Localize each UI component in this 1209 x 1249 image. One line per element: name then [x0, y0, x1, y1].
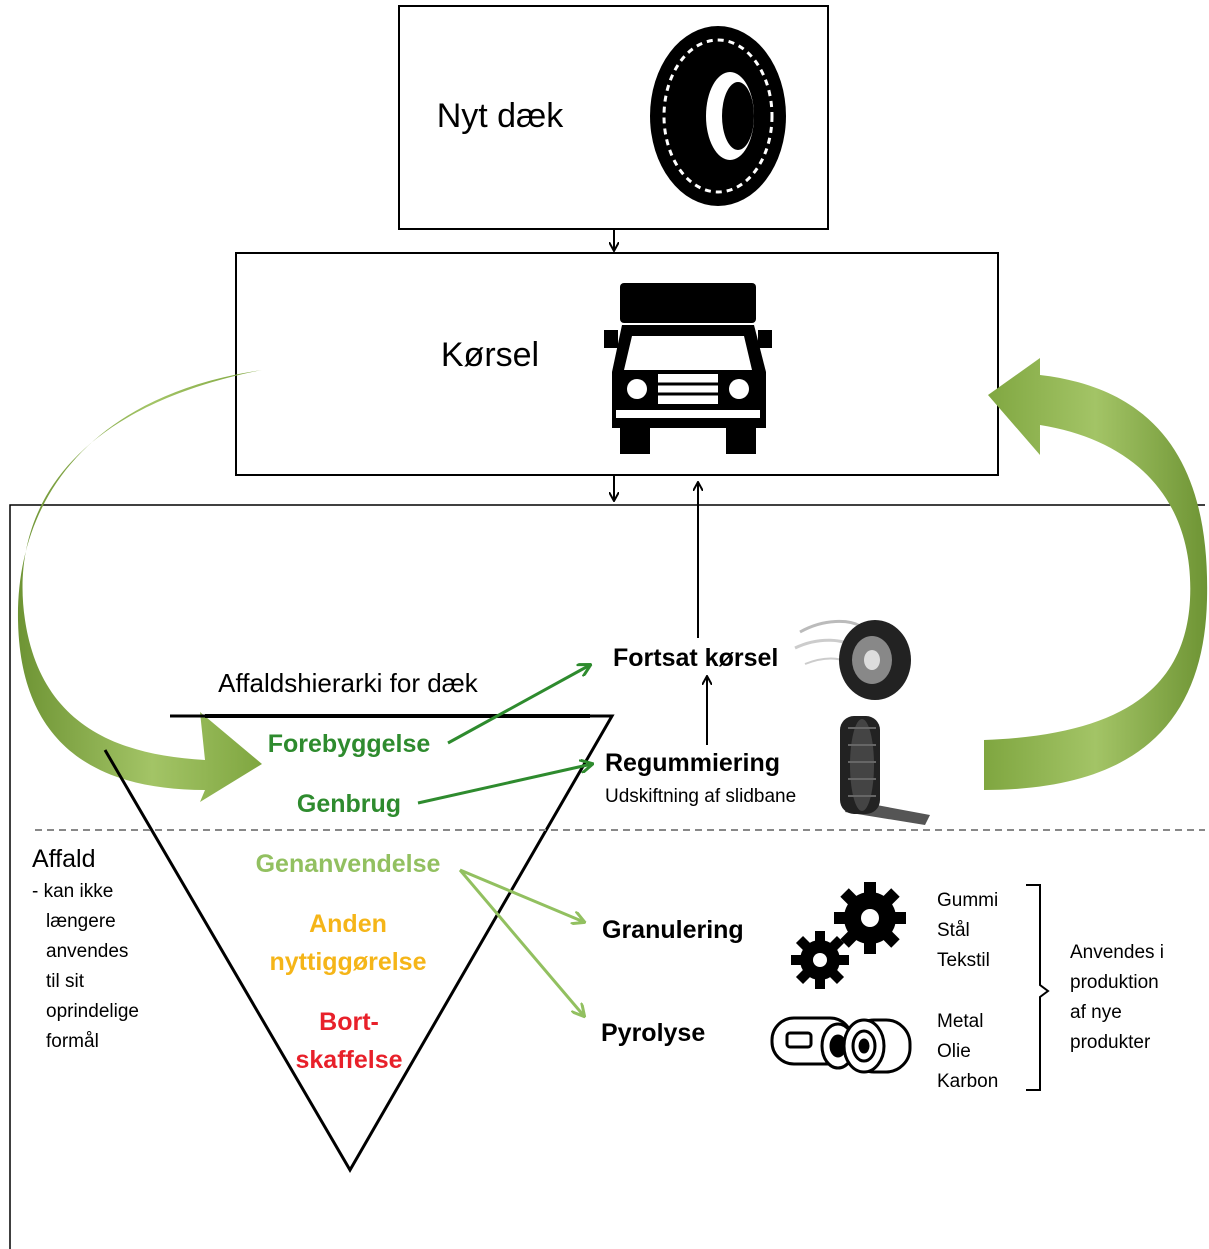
arrow-prevention-to-continued — [447, 665, 590, 745]
material-textile: Tekstil — [937, 950, 990, 971]
material-rubber: Gummi — [937, 890, 998, 911]
driving-label: Kørsel — [441, 336, 539, 374]
continued-driving-label: Fortsat kørsel — [613, 644, 778, 672]
level-prevention: Forebyggelse — [268, 730, 431, 758]
tire-icon — [650, 26, 786, 206]
retread-tire-icon — [840, 716, 930, 825]
level-disposal-line1: Bort- — [319, 1008, 379, 1036]
left-curved-arrow — [17, 370, 263, 802]
level-other-recovery-line2: nyttiggørelse — [270, 948, 427, 976]
waste-line-6: formål — [46, 1031, 99, 1052]
waste-line-5: oprindelige — [46, 1001, 139, 1022]
granulation-label: Granulering — [602, 916, 744, 944]
material-steel: Stål — [937, 920, 970, 941]
usage-line-1: Anvendes i — [1070, 942, 1164, 963]
retreading-sublabel: Udskiftning af slidbane — [605, 786, 796, 807]
pyrolysis-label: Pyrolyse — [601, 1019, 705, 1047]
usage-line-2: produktion — [1070, 972, 1159, 993]
waste-line-3: anvendes — [46, 941, 128, 962]
material-oil: Olie — [937, 1041, 971, 1062]
lower-frame — [9, 504, 1205, 1249]
arrow-recycling-to-granulation — [459, 868, 584, 922]
waste-line-4: til sit — [46, 971, 85, 992]
waste-line-2: længere — [46, 911, 116, 932]
waste-title: Affald — [32, 845, 95, 873]
new-tire-label: Nyt dæk — [437, 97, 565, 135]
truck-icon — [604, 283, 772, 454]
gears-icon — [791, 882, 906, 989]
material-carbon: Karbon — [937, 1071, 998, 1092]
pyrolysis-tank-icon — [770, 1016, 912, 1074]
level-recycling: Genanvendelse — [256, 850, 441, 878]
arrow-recycling-to-pyrolysis — [458, 869, 584, 1016]
usage-line-4: produkter — [1070, 1032, 1151, 1053]
waste-line-1: - kan ikke — [32, 881, 113, 902]
level-reuse: Genbrug — [297, 790, 401, 818]
right-curved-arrow — [984, 358, 1208, 790]
materials-bracket — [1026, 884, 1050, 1091]
retreading-label: Regummiering — [605, 749, 780, 777]
material-metal: Metal — [937, 1011, 983, 1032]
hierarchy-title: Affaldshierarki for dæk — [218, 668, 479, 698]
level-disposal-line2: skaffelse — [295, 1046, 402, 1074]
arrow-reuse-to-retread — [417, 764, 592, 805]
usage-line-3: af nye — [1070, 1002, 1122, 1023]
level-other-recovery-line1: Anden — [309, 910, 387, 938]
spinning-tire-icon — [794, 619, 911, 700]
